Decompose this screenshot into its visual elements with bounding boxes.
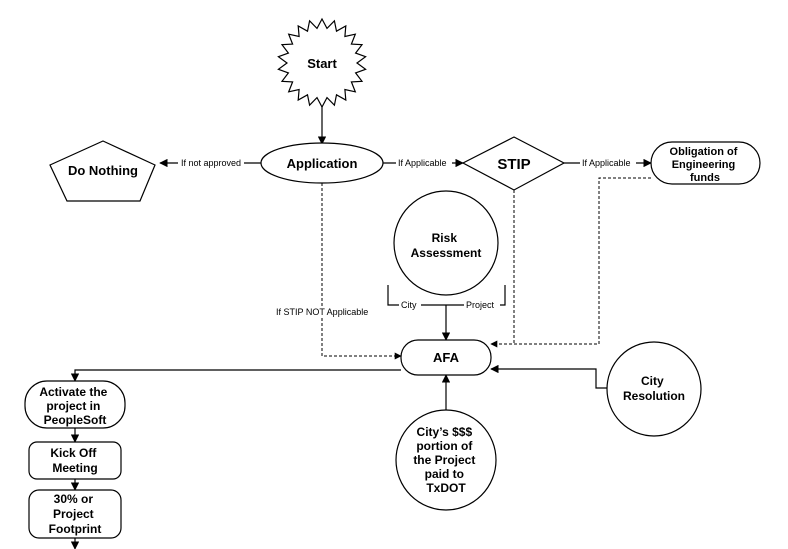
node-stip: STIP: [461, 136, 566, 191]
node-risk-assessment: Risk Assessment: [393, 190, 499, 296]
edge-obligation-afa-dashed: [490, 177, 651, 348]
edge-label-if-stip-not-applicable: If STIP NOT Applicable: [276, 307, 368, 317]
node-afa: AFA: [400, 339, 492, 376]
svg-text:City Resolution: City Resolution: [623, 374, 685, 403]
edge-afa-activate: [70, 369, 401, 382]
node-city-resolution: City Resolution: [606, 341, 702, 437]
edge-label-if-applicable-2: If Applicable: [582, 158, 631, 168]
svg-text:Risk Assessment: Risk Assessment: [411, 231, 482, 260]
node-application: Application: [260, 142, 384, 184]
node-footprint: 30% or Project Footprint: [28, 489, 122, 539]
svg-text:STIP: STIP: [497, 156, 530, 173]
edge-label-city: City: [401, 300, 417, 310]
edge-label-if-not-approved: If not approved: [181, 158, 241, 168]
svg-text:30% or Project Foo: 30% or Project Footprint: [49, 492, 102, 536]
node-start: Start: [277, 17, 367, 109]
edge-label-if-applicable-1: If Applicable: [398, 158, 447, 168]
svg-text:Obligation of Engineerin: Obligation of Engineering funds: [670, 146, 741, 184]
svg-text:City’s $$$ portion of: City’s $$$ portion of the Project paid t…: [413, 425, 478, 495]
node-kickoff-meeting: Kick Off Meeting: [28, 441, 122, 480]
svg-text:Activate the project in: Activate the project in PeopleSoft: [39, 385, 110, 427]
node-obligation: Obligation of Engineering funds: [650, 141, 761, 185]
svg-text:Start: Start: [307, 56, 337, 71]
edge-label-project: Project: [466, 300, 495, 310]
node-city-funds: City’s $$$ portion of the Project paid t…: [395, 409, 497, 511]
svg-text:Do Nothing: Do Nothing: [68, 163, 138, 178]
svg-text:AFA: AFA: [433, 350, 460, 365]
svg-text:Application: Application: [287, 156, 358, 171]
node-do-nothing: Do Nothing: [49, 140, 156, 202]
edge-resolution-afa: [490, 364, 608, 389]
svg-text:Kick Off Meeting: Kick Off Meeting: [50, 446, 99, 475]
edge-application-afa-dashed: [321, 183, 402, 360]
node-activate-project: Activate the project in PeopleSoft: [24, 380, 126, 429]
